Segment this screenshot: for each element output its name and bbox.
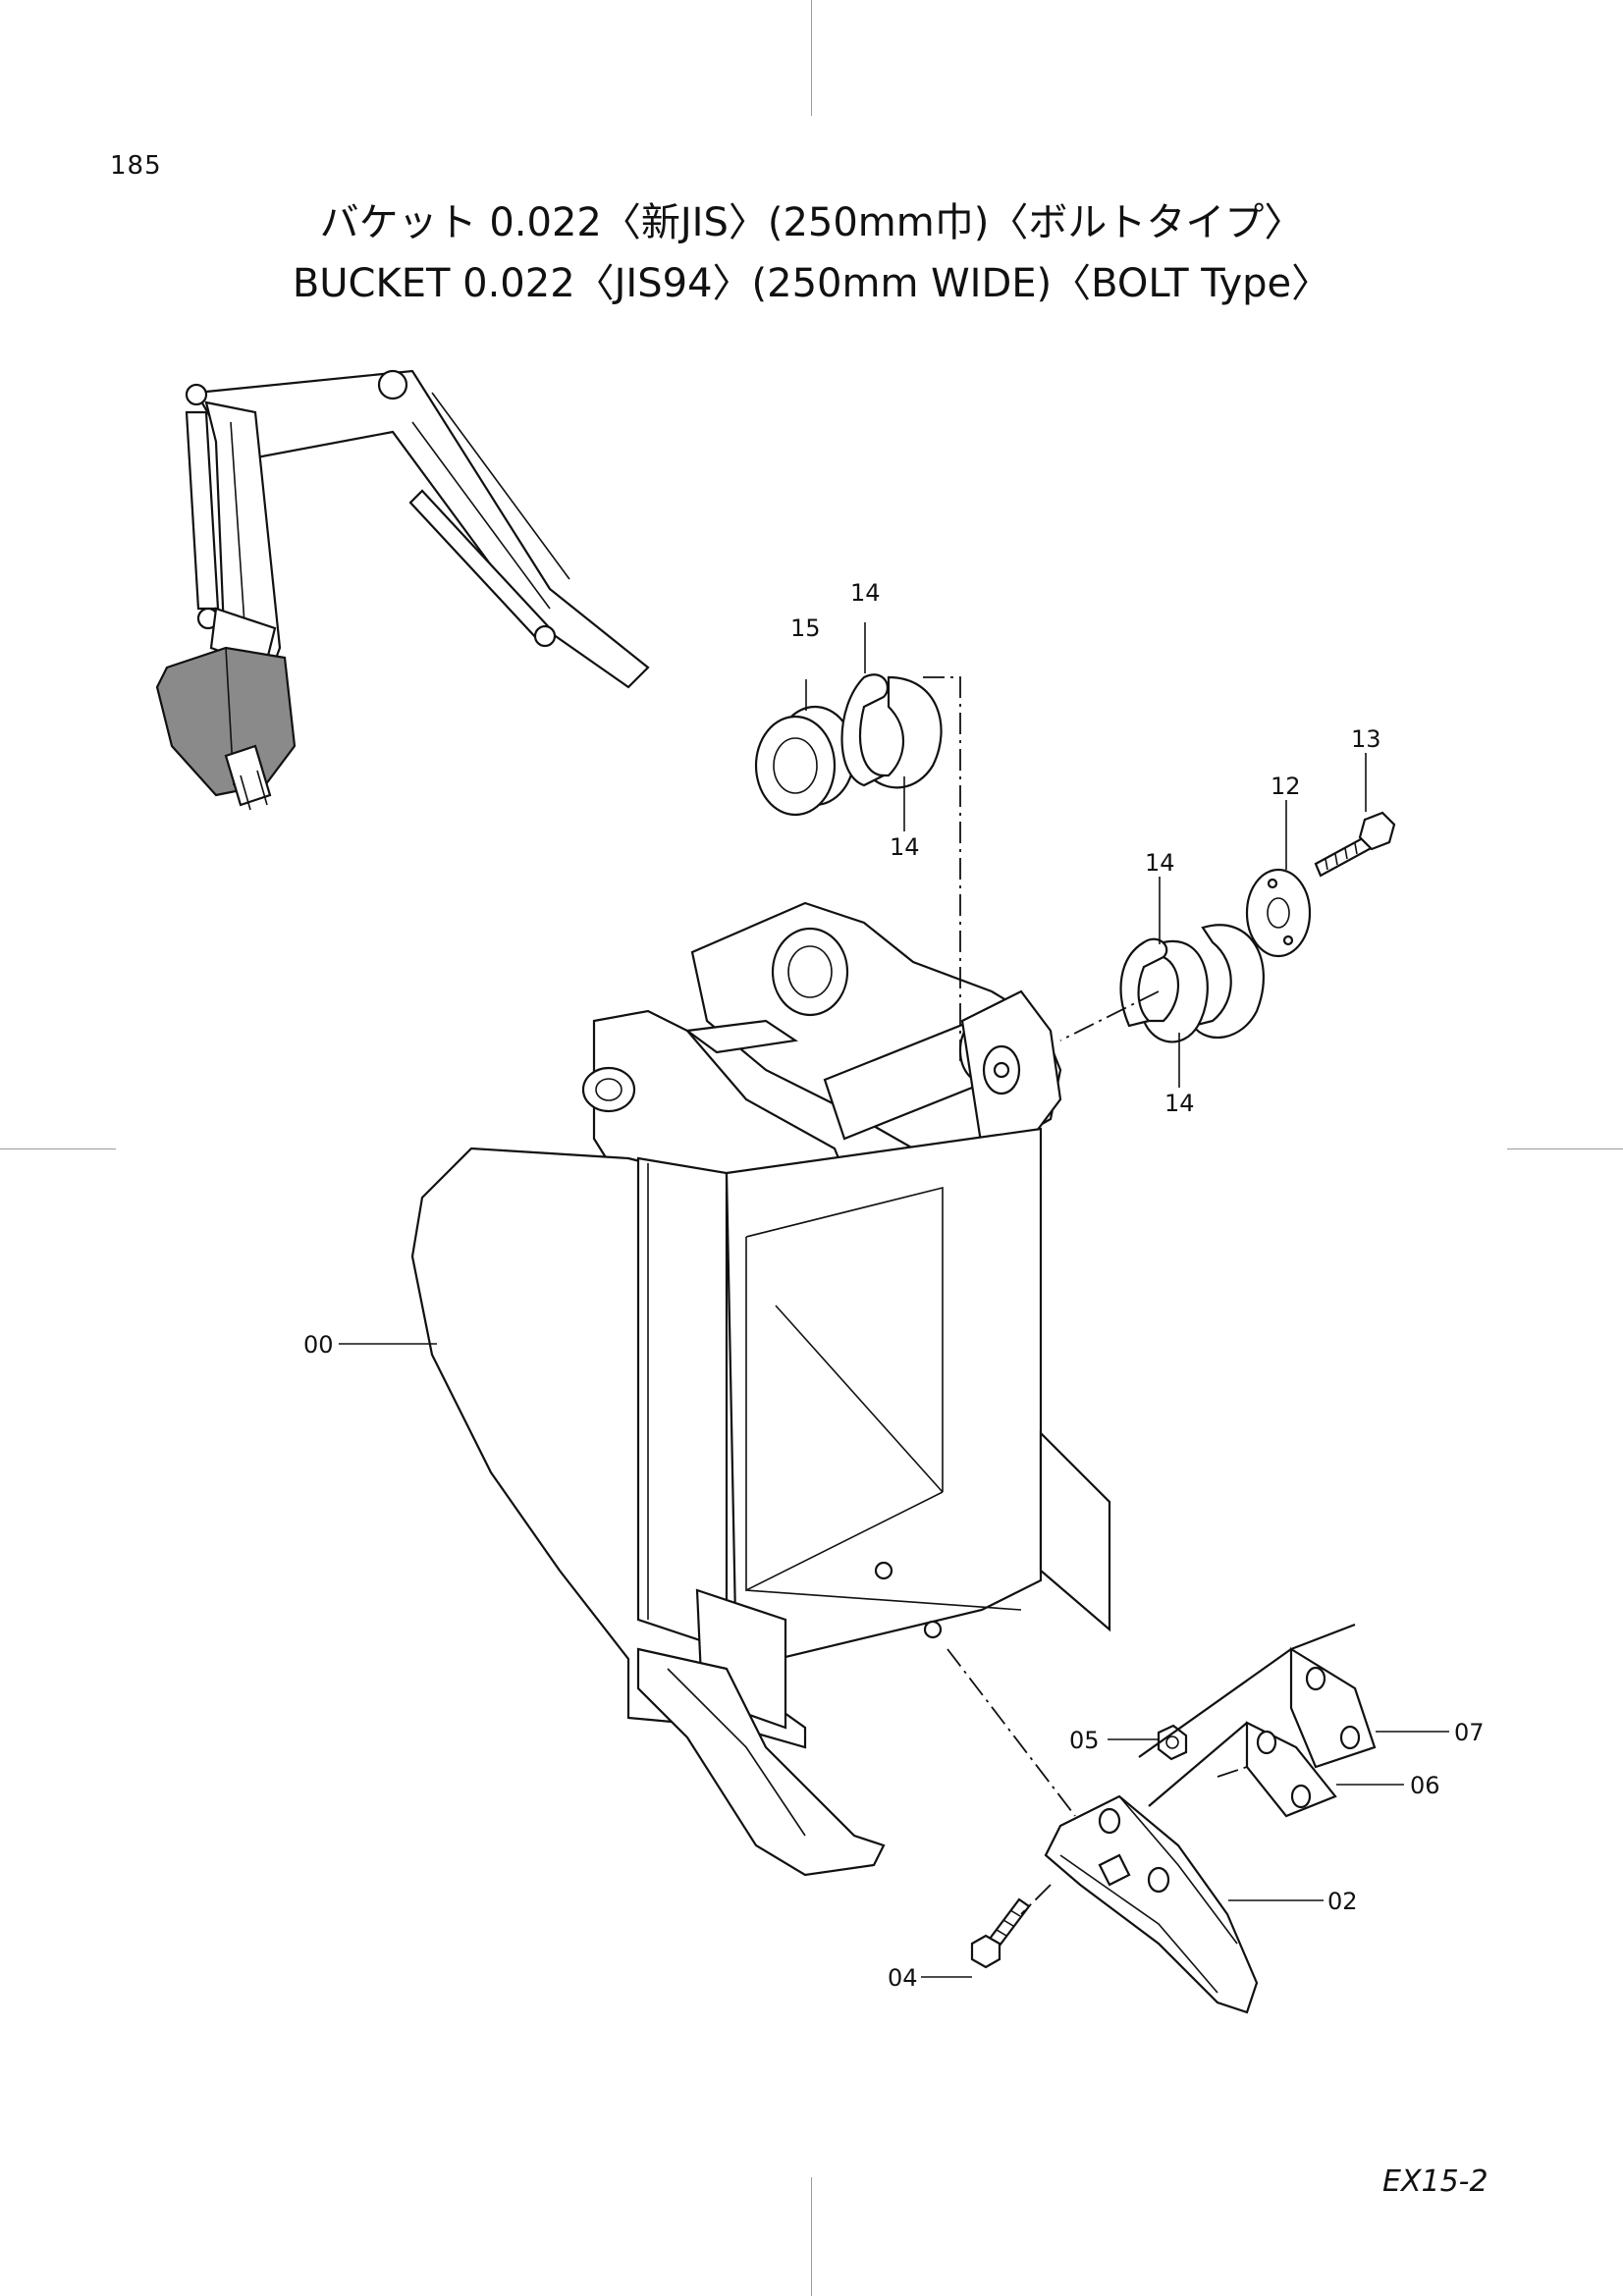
part-13-bolt bbox=[1314, 811, 1396, 878]
callout-12: 12 bbox=[1271, 773, 1301, 800]
part-06-plate bbox=[1148, 1721, 1337, 1818]
highlighted-bucket bbox=[155, 646, 297, 797]
callout-06: 06 bbox=[1410, 1772, 1440, 1799]
crop-mark-bottom bbox=[811, 2177, 812, 2296]
callout-labels: 00 02 04 05 06 07 12 13 14 14 14 14 15 bbox=[303, 579, 1485, 1992]
callout-07: 07 bbox=[1454, 1719, 1485, 1746]
page-number: 185 bbox=[110, 151, 162, 181]
callout-14-upper-top: 14 bbox=[850, 579, 881, 607]
model-code: EX15-2 bbox=[1382, 2164, 1488, 2199]
callout-14-middle-bottom: 14 bbox=[1164, 1090, 1195, 1117]
callout-14-middle-top: 14 bbox=[1145, 849, 1175, 877]
crop-mark-left bbox=[0, 1148, 116, 1149]
callout-14-upper-bottom: 14 bbox=[890, 833, 920, 861]
part-14-shim-pair bbox=[1119, 924, 1266, 1043]
callout-05: 05 bbox=[1069, 1727, 1100, 1754]
crop-mark-top bbox=[811, 0, 812, 116]
assembly-center-lines bbox=[923, 676, 1248, 1915]
part-15-bushing bbox=[754, 705, 856, 817]
part-05-nut bbox=[1157, 1724, 1188, 1761]
title-japanese: バケット 0.022〈新JIS〉(250mm巾)〈ボルトタイプ〉 bbox=[319, 200, 1304, 245]
part-12-plate bbox=[1245, 868, 1312, 958]
part-02-tooth bbox=[1044, 1794, 1259, 2014]
callout-15: 15 bbox=[790, 614, 821, 642]
callout-leader-lines bbox=[339, 622, 1449, 1978]
part-07-plate bbox=[1138, 1623, 1377, 1769]
callout-00: 00 bbox=[303, 1331, 334, 1359]
crop-mark-right bbox=[1507, 1148, 1623, 1149]
callout-02: 02 bbox=[1327, 1888, 1358, 1915]
bucket-body bbox=[410, 901, 1111, 1877]
callout-04: 04 bbox=[888, 1964, 918, 1992]
part-04-bolt bbox=[970, 1897, 1031, 1969]
part-14-shim-upper bbox=[840, 673, 943, 789]
title-english: BUCKET 0.022〈JIS94〉(250mm WIDE)〈BOLT Typ… bbox=[292, 261, 1331, 306]
callout-13: 13 bbox=[1351, 725, 1381, 753]
excavator-locator-illustration bbox=[155, 369, 650, 811]
